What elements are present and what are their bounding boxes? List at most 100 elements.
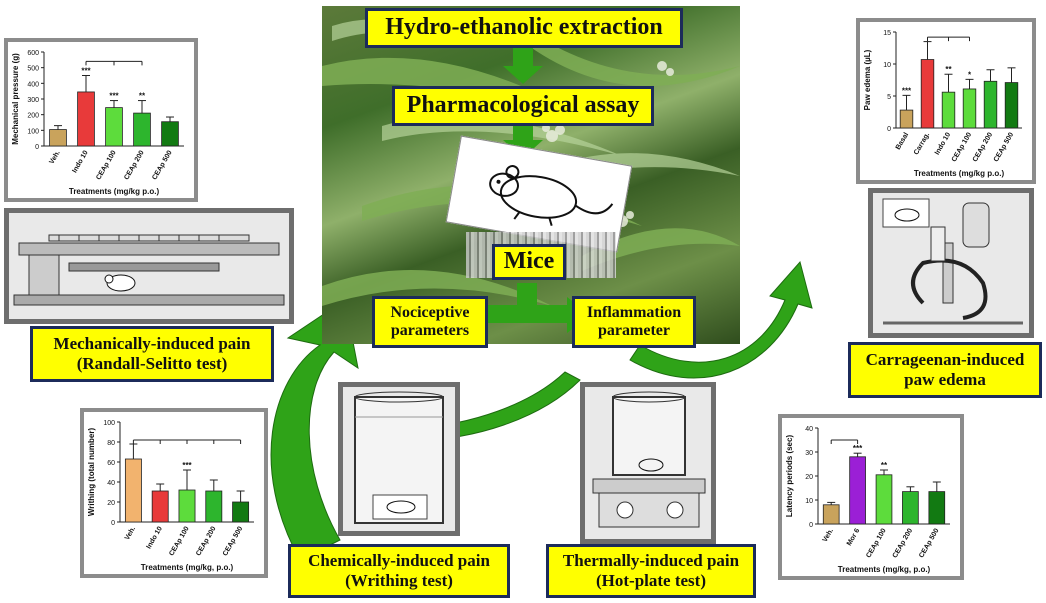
y-tick-label: 600 xyxy=(27,50,39,57)
bar xyxy=(124,458,142,523)
step-assay-text: Pharmacological assay xyxy=(406,92,640,119)
significance-label: *** xyxy=(109,92,119,101)
y-tick-label: 40 xyxy=(805,426,813,433)
x-tick-label: CEAp 200 xyxy=(195,525,217,557)
mouse-icon xyxy=(489,165,614,226)
y-tick-label: 400 xyxy=(27,81,39,88)
split-arrow xyxy=(463,283,591,333)
significance-label: ** xyxy=(881,461,888,470)
thermal-pain-label: Thermally-induced pain (Hot-plate test) xyxy=(546,544,756,598)
x-tick-label: CEAp 100 xyxy=(95,149,117,181)
significance-label: *** xyxy=(182,461,192,470)
y-tick-label: 0 xyxy=(111,520,115,527)
chemical-pain-line1: Chemically-induced pain xyxy=(308,551,490,571)
bar xyxy=(151,490,169,523)
mechanical-pain-line1: Mechanically-induced pain xyxy=(53,334,251,354)
bar xyxy=(983,80,998,129)
chemical-pain-line2: (Writhing test) xyxy=(345,571,453,590)
beaker-icon xyxy=(354,391,444,524)
bar xyxy=(822,504,840,525)
x-axis-label: Treatments (mg/kg, p.o.) xyxy=(838,565,931,574)
y-tick-label: 10 xyxy=(805,498,813,505)
bar xyxy=(875,474,893,525)
randall-selitto-device-sketch xyxy=(4,208,294,324)
y-axis-label: Mechanical pressure (g) xyxy=(11,53,20,145)
bar xyxy=(902,491,919,525)
mechanical-pain-line2: (Randall-Selitto test) xyxy=(76,354,228,373)
significance-label: *** xyxy=(853,444,863,453)
bar xyxy=(1004,82,1019,129)
y-tick-label: 0 xyxy=(35,144,39,151)
x-tick-label: CEAp 100 xyxy=(168,525,190,557)
y-tick-label: 40 xyxy=(107,480,115,487)
plethysmometer-icon xyxy=(882,198,1023,325)
y-tick-label: 30 xyxy=(805,450,813,457)
bar xyxy=(849,456,866,525)
carrageenan-line2: paw edema xyxy=(904,370,986,389)
inflammation-parameter-label: Inflammation parameter xyxy=(572,296,696,348)
hot-plate-sketch xyxy=(580,382,716,544)
x-tick-label: Indo 10 xyxy=(934,131,952,156)
bar xyxy=(178,489,196,523)
hot-plate-icon xyxy=(592,391,706,528)
x-tick-label: CEAp 100 xyxy=(865,527,887,559)
arrow-to-carrageenan xyxy=(629,260,813,379)
mouse-drawing-card xyxy=(445,135,633,253)
step-mice-text: Mice xyxy=(503,248,555,275)
bar xyxy=(920,59,935,129)
x-axis-label: Treatments (mg/kg p.o.) xyxy=(914,169,1005,178)
step-assay-label: Pharmacological assay xyxy=(392,86,654,126)
thermal-pain-line1: Thermally-induced pain xyxy=(562,551,740,571)
step-extraction-label: Hydro-ethanolic extraction xyxy=(365,8,683,48)
bar xyxy=(962,88,977,129)
y-axis-label: Paw edema (µL) xyxy=(863,49,872,110)
y-tick-label: 60 xyxy=(107,460,115,467)
y-tick-label: 500 xyxy=(27,66,39,73)
bar xyxy=(77,91,95,147)
carrageenan-label: Carrageenan-induced paw edema xyxy=(848,342,1042,398)
y-tick-label: 15 xyxy=(883,30,891,37)
y-tick-label: 5 xyxy=(887,94,891,101)
y-axis-label: Writhing (total number) xyxy=(87,428,96,517)
nociceptive-parameters-label: Nociceptive parameters xyxy=(372,296,488,348)
significance-label: *** xyxy=(81,67,91,76)
x-tick-label: CEAp 500 xyxy=(222,525,244,557)
bar xyxy=(232,501,250,523)
x-axis-label: Treatments (mg/kg, p.o.) xyxy=(141,563,234,572)
x-tick-label: Indo 10 xyxy=(146,525,164,550)
significance-label: * xyxy=(968,70,972,79)
bar xyxy=(49,129,67,147)
x-tick-label: Basal xyxy=(895,131,910,151)
x-axis-label: Treatments (mg/kg p.o.) xyxy=(69,187,160,196)
bar xyxy=(899,109,914,129)
x-tick-label: CEAp 100 xyxy=(951,131,973,163)
step-mice-label: Mice xyxy=(492,244,566,280)
y-tick-label: 0 xyxy=(887,126,891,133)
significance-label: *** xyxy=(902,86,912,95)
x-tick-label: Veh. xyxy=(48,149,61,165)
y-tick-label: 0 xyxy=(809,522,813,529)
y-tick-label: 100 xyxy=(27,128,39,135)
x-tick-label: Carrag. xyxy=(913,131,931,156)
plethysmometer-sketch xyxy=(868,188,1034,338)
bar xyxy=(133,112,151,147)
bar xyxy=(161,121,179,147)
x-tick-label: CEAp 500 xyxy=(151,149,173,181)
mechanical-pain-label: Mechanically-induced pain (Randall-Selit… xyxy=(30,326,274,382)
down-arrow-1 xyxy=(503,48,543,84)
y-tick-label: 100 xyxy=(103,420,115,427)
y-tick-label: 20 xyxy=(107,500,115,507)
writhing-beaker-sketch xyxy=(338,382,460,536)
step-extraction-text: Hydro-ethanolic extraction xyxy=(385,14,663,41)
y-tick-label: 80 xyxy=(107,440,115,447)
y-axis-label: Latency periods (sec) xyxy=(785,435,794,518)
x-tick-label: Veh. xyxy=(124,525,137,541)
chemical-pain-label: Chemically-induced pain (Writhing test) xyxy=(288,544,510,598)
